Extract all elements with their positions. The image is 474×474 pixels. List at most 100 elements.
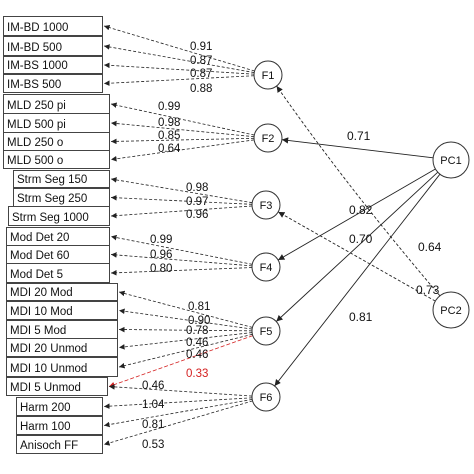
factor-node-ellipse: [253, 123, 283, 153]
loading-value: 0.46: [186, 349, 208, 361]
loading-arrow: [108, 384, 253, 397]
factor-node: F5: [251, 316, 281, 346]
indicator-box: IM-BD 500: [3, 36, 103, 56]
factor-node-ellipse: [432, 291, 470, 329]
factor-node-label: PC2: [440, 305, 461, 317]
higher-order-arrow: [277, 211, 436, 302]
indicator-box: MDI 10 Unmod: [6, 357, 118, 377]
indicator-box: Harm 100: [16, 416, 103, 435]
loading-value: 0.96: [150, 249, 172, 261]
factor-node-label: F2: [262, 133, 275, 145]
factor-node-label: F6: [260, 392, 273, 404]
path-coefficient: 0.82: [349, 203, 373, 217]
edge-labels-layer: 0.910.870.870.880.990.980.850.640.980.97…: [142, 41, 442, 451]
indicator-label: MDI 10 Mod: [10, 306, 73, 318]
indicator-box: IM-BS 1000: [3, 56, 103, 74]
path-coefficient: 0.71: [347, 129, 371, 143]
indicator-box: Mod Det 20: [6, 227, 110, 246]
loading-value: 0.91: [190, 41, 212, 53]
loading-arrow: [103, 62, 255, 75]
indicator-label: Strm Seg 1000: [12, 212, 89, 224]
indicator-box-frame: [3, 150, 110, 169]
indicator-box: MDI 20 Mod: [6, 283, 118, 301]
indicator-label: MDI 10 Unmod: [10, 363, 87, 375]
loading-value: 0.33: [186, 368, 208, 380]
indicator-box-frame: [16, 397, 103, 416]
path-coefficient: 0.81: [349, 310, 373, 324]
loading-arrow: [118, 308, 253, 330]
loading-arrow: [110, 252, 253, 267]
factor-node-ellipse: [251, 252, 281, 282]
loading-value: 0.87: [190, 68, 212, 80]
loading-arrow: [118, 326, 253, 333]
loading-value: 0.87: [190, 55, 212, 67]
loading-arrow: [118, 290, 253, 328]
factor-node-label: F3: [260, 200, 273, 212]
loading-arrow: [110, 177, 253, 204]
indicator-box: IM-BS 500: [3, 74, 103, 93]
factor-node-label: F5: [260, 326, 273, 338]
path-coefficient: 0.64: [418, 240, 442, 254]
indicator-box: MDI 5 Unmod: [6, 377, 108, 396]
indicator-box: Anisoch FF: [16, 435, 103, 454]
indicator-box-frame: [3, 36, 103, 56]
loading-arrow: [103, 75, 255, 87]
loading-arrow: [103, 24, 255, 72]
factor-node: PC2: [432, 291, 470, 329]
path-coefficient: 0.70: [349, 232, 373, 246]
loading-value: 0.53: [142, 439, 164, 451]
loading-value: 0.96: [186, 209, 208, 221]
higher-order-arrow: [274, 173, 441, 387]
indicator-box: Strm Seg 1000: [8, 206, 110, 226]
indicator-box: MLD 500 pi: [3, 113, 110, 133]
factor-node-ellipse: [432, 141, 470, 179]
factor-node: PC1: [432, 141, 470, 179]
loading-arrow: [118, 333, 253, 369]
indicator-box-frame: [6, 263, 110, 283]
indicator-box: MDI 10 Mod: [6, 301, 118, 320]
indicator-label: MDI 5 Mod: [10, 325, 66, 337]
indicator-box-frame: [6, 283, 118, 301]
loading-value: 0.46: [186, 337, 208, 349]
indicator-box-frame: [16, 416, 103, 435]
indicator-label: Anisoch FF: [20, 440, 78, 452]
indicator-box: MLD 500 o: [3, 150, 110, 169]
higher-order-arrow: [277, 168, 436, 261]
indicator-box-frame: [3, 74, 103, 93]
loading-value: 0.81: [142, 419, 164, 431]
indicator-box-frame: [13, 170, 110, 188]
factor-node: F2: [253, 123, 283, 153]
indicator-label: Mod Det 60: [10, 250, 69, 262]
loading-value: 0.88: [190, 83, 212, 95]
indicator-box-frame: [6, 338, 118, 357]
loading-value: 0.97: [186, 196, 208, 208]
loading-value: 0.99: [150, 234, 172, 246]
loading-arrow: [110, 194, 253, 205]
indicator-box: Mod Det 5: [6, 263, 110, 283]
loading-arrow: [103, 399, 253, 428]
factor-node: F6: [251, 382, 281, 412]
factor-node-label: PC1: [440, 155, 461, 167]
factor-node: F4: [251, 252, 281, 282]
loading-arrow: [110, 139, 255, 162]
indicator-label: MDI 5 Unmod: [10, 382, 81, 394]
indicator-box: MDI 20 Unmod: [6, 338, 118, 357]
factor-node: F1: [253, 60, 283, 90]
indicator-box: Strm Seg 150: [13, 170, 110, 188]
higher-order-arrow: [276, 85, 441, 297]
loading-value: 0.99: [158, 101, 180, 113]
indicator-box: MDI 5 Mod: [6, 320, 118, 339]
indicator-label: IM-BS 500: [7, 79, 61, 91]
loading-arrow: [110, 137, 255, 145]
indicator-box: MLD 250 o: [3, 132, 110, 151]
indicator-label: MDI 20 Unmod: [10, 343, 87, 355]
indicator-box: Mod Det 60: [6, 245, 110, 264]
indicator-box: Harm 200: [16, 397, 103, 416]
loading-arrow: [103, 400, 253, 446]
loading-arrow: [110, 205, 253, 219]
indicator-label: MLD 250 pi: [7, 100, 66, 112]
factor-node-label: F4: [260, 262, 273, 274]
indicator-box: Strm Seg 250: [13, 188, 110, 207]
